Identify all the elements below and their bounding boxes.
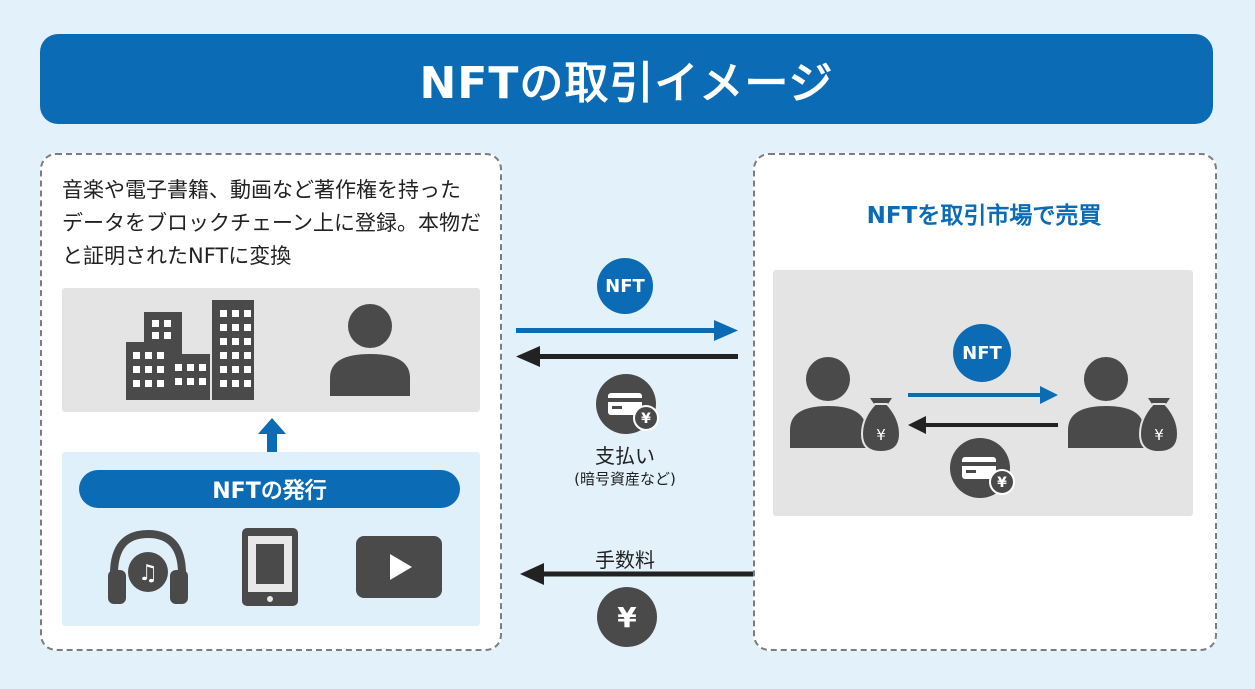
page-title: NFTの取引イメージ (40, 34, 1213, 124)
svg-text:♫: ♫ (138, 561, 158, 586)
tablet-icon (242, 528, 298, 606)
payment-label: 支払い (595, 444, 655, 468)
money-bag-icon: ¥ (1138, 398, 1180, 454)
yen-symbol: ¥ (617, 600, 637, 634)
creator-description: 音楽や電子書籍、動画など著作権を持った データをブロックチェーン上に登録。本物だ… (62, 174, 492, 273)
svg-text:¥: ¥ (876, 426, 886, 444)
buildings-icon (126, 300, 254, 400)
person-icon (330, 304, 410, 396)
money-bag-icon: ¥ (860, 398, 902, 454)
video-play-icon (356, 536, 442, 598)
payment-arrow (516, 346, 738, 367)
nft-transfer-arrow (516, 320, 738, 341)
description-line: データをブロックチェーン上に登録。本物だ (62, 211, 481, 235)
fee-label: 手数料 (595, 548, 655, 572)
nft-badge: NFT (597, 258, 653, 314)
person-icon (790, 357, 866, 448)
nft-badge: NFT (953, 324, 1011, 382)
nft-issue-label: NFTの発行 (79, 470, 460, 508)
person-icon (1068, 357, 1144, 448)
svg-text:¥: ¥ (997, 475, 1007, 491)
market-title: NFTを取引市場で売買 (866, 203, 1102, 229)
yen-coin-icon: ¥ (597, 587, 657, 647)
up-arrow (258, 418, 286, 452)
payment-arrow (908, 416, 1058, 434)
card-yen-icon: ¥ (596, 374, 659, 434)
payment-note: (暗号資産など) (574, 470, 676, 488)
description-line: 音楽や電子書籍、動画など著作権を持った (62, 178, 461, 202)
nft-transfer-arrow (908, 386, 1058, 404)
card-yen-icon: ¥ (950, 438, 1015, 498)
svg-text:¥: ¥ (641, 411, 651, 427)
svg-text:¥: ¥ (1154, 426, 1164, 444)
headphones-icon: ♫ (108, 529, 188, 604)
description-line: と証明されたNFTに変換 (62, 244, 292, 268)
